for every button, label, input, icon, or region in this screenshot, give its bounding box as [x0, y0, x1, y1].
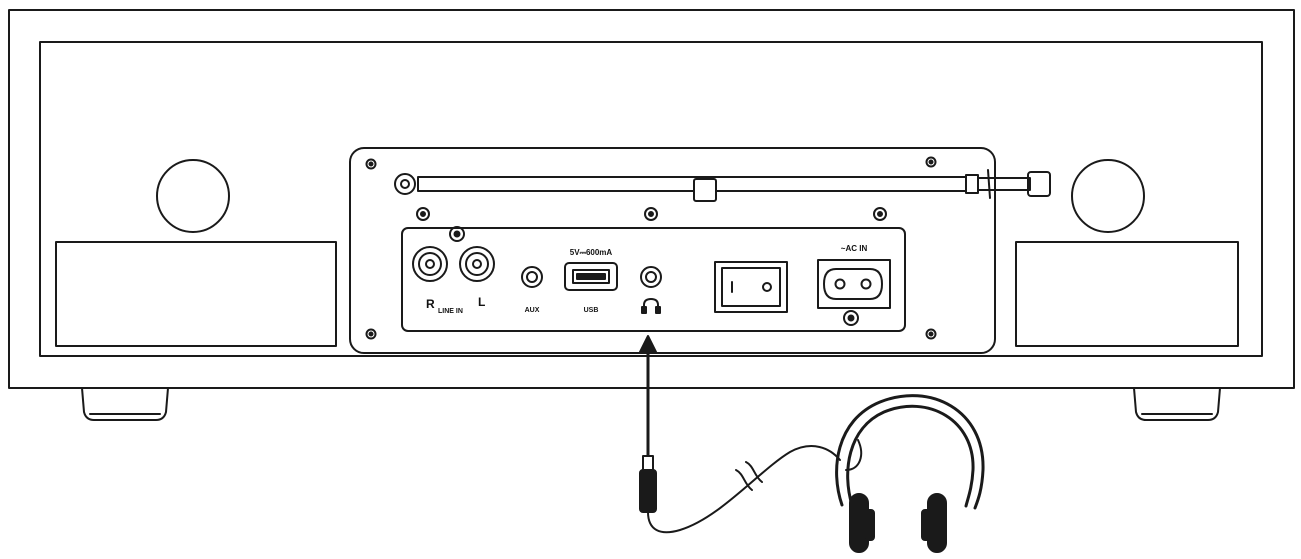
right-speaker-port — [1071, 159, 1145, 233]
usb-port[interactable] — [564, 262, 618, 291]
headphone-icon — [641, 298, 661, 314]
cabinet — [8, 9, 1295, 389]
screw-icon — [365, 328, 377, 340]
headphone-cable — [647, 439, 863, 534]
usb-label: USB — [584, 307, 599, 314]
line-in-left-jack[interactable] — [459, 246, 495, 282]
connector-plate-outline — [401, 227, 906, 332]
insert-arrow — [639, 335, 657, 442]
line-in-left-label: L — [478, 295, 485, 309]
ac-in-label: ~AC IN — [841, 244, 868, 253]
left-speaker-port — [156, 159, 230, 233]
screw-icon — [365, 158, 377, 170]
cable-break-icon — [735, 461, 763, 491]
screw-icon — [925, 328, 937, 340]
screw-icon — [873, 207, 887, 221]
telescopic-antenna — [394, 169, 1051, 202]
right-foot — [1133, 387, 1221, 421]
headphone-plug — [639, 438, 657, 513]
right-vent-panel — [1015, 241, 1239, 347]
headphone-jack[interactable] — [640, 266, 662, 288]
connector-plate — [401, 227, 906, 332]
aux-jack[interactable] — [521, 266, 543, 288]
left-foot — [81, 387, 169, 421]
ac-inlet[interactable] — [817, 259, 891, 309]
screw-icon — [644, 207, 658, 221]
power-switch[interactable] — [714, 261, 788, 313]
aux-label: AUX — [525, 307, 540, 314]
screw-icon — [416, 207, 430, 221]
screw-icon — [449, 226, 465, 242]
line-in-label: LINE IN — [438, 308, 463, 315]
left-vent-panel — [55, 241, 337, 347]
screw-icon — [843, 310, 859, 326]
back-plate-outline — [349, 147, 996, 354]
headphones-icon — [835, 394, 985, 553]
screw-icon — [925, 156, 937, 168]
line-in-right-jack[interactable] — [412, 246, 448, 282]
cabinet-inner — [39, 41, 1263, 357]
back-plate — [349, 147, 996, 354]
usb-rating-label: 5V⎓600mA — [570, 248, 613, 257]
cabinet-outer — [8, 9, 1295, 389]
line-in-right-label: R — [426, 297, 435, 311]
